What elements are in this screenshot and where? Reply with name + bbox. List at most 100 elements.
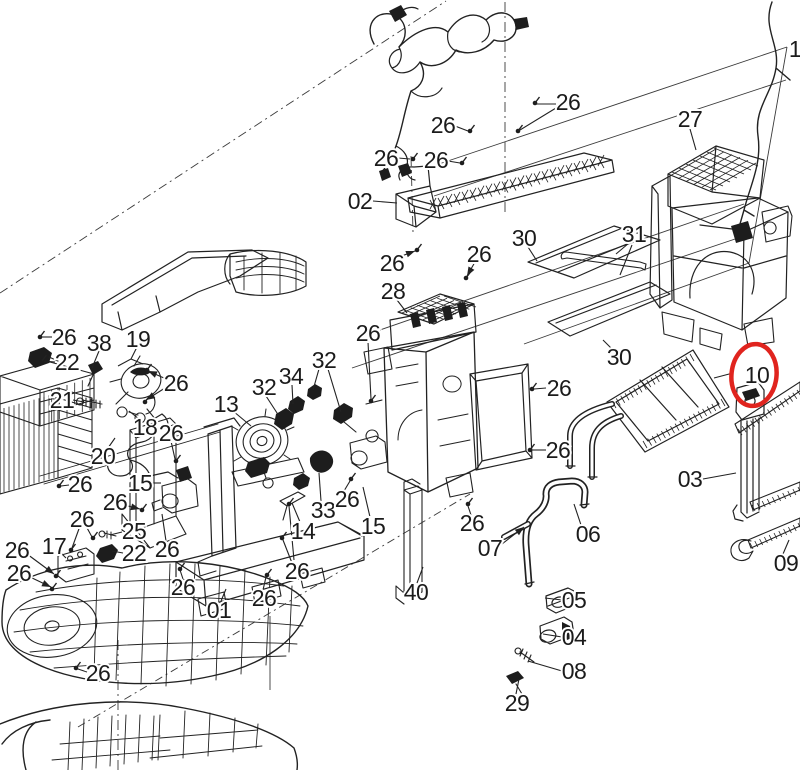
leader-line [362,486,371,518]
leader-arrowhead [41,580,51,587]
part-label-27[interactable]: 27 [676,104,705,134]
part27-grid-b [671,147,759,191]
part-label-26[interactable]: 26 [101,487,130,517]
part-label-06[interactable]: 06 [574,519,603,549]
screw-shank [281,531,288,539]
part-label-30[interactable]: 30 [510,223,539,253]
screw-fastener-icon [73,661,82,671]
part-label-1[interactable]: 1 [787,34,800,64]
core-bead-nw [611,353,695,409]
part-label-03[interactable]: 03 [676,464,705,494]
blower-opening-inner [23,606,81,646]
part-label-25[interactable]: 25 [120,516,149,546]
core-pipe2-inner [590,414,623,479]
door14 [279,491,306,507]
leader-line [454,125,469,132]
part-label-01[interactable]: 01 [205,595,234,625]
part-label-10-highlighted[interactable]: 10 [743,360,772,390]
part-label-18[interactable]: 18 [131,412,160,442]
part-label-33[interactable]: 33 [309,495,338,525]
part-label-34[interactable]: 34 [277,361,307,391]
leader-line [117,358,132,367]
leader-line [60,484,70,487]
part-label-26[interactable]: 26 [545,373,574,403]
screw-shank [58,479,65,487]
part-label-22[interactable]: 22 [120,538,149,568]
part-label-26[interactable]: 26 [333,484,362,514]
part-label-26[interactable]: 26 [84,658,113,688]
part-label-26[interactable]: 26 [5,558,34,588]
part-label-09[interactable]: 09 [772,548,800,578]
panel30-lower [547,281,671,337]
part-label-13[interactable]: 13 [212,389,241,419]
part-label-26[interactable]: 26 [68,504,97,534]
part02-foot [395,165,437,228]
part-label-19[interactable]: 19 [124,324,153,354]
screw-shank [175,454,182,462]
part-label-32[interactable]: 32 [310,345,339,375]
part-label-26[interactable]: 26 [422,145,451,175]
blower-lower-grid [149,710,263,761]
part-label-05[interactable]: 05 [560,585,589,615]
part-label-26[interactable]: 26 [153,534,182,564]
part-label-15[interactable]: 15 [359,511,388,541]
part-label-20[interactable]: 20 [89,441,118,471]
bolt08-glyph [514,647,535,663]
screw-shank [288,497,295,505]
screw-fastener-icon [414,243,423,253]
blower-mesh-vertical [93,563,293,687]
leader-line [544,597,563,601]
part-label-26[interactable]: 26 [50,322,79,352]
part-label-28[interactable]: 28 [379,276,408,306]
core-bead-se [642,398,726,449]
part-label-15[interactable]: 15 [126,468,155,498]
leader-line [179,569,184,580]
part-label-04[interactable]: 04 [560,622,590,652]
part-label-26[interactable]: 26 [169,572,198,602]
part-label-14[interactable]: 14 [289,516,319,546]
part-label-26[interactable]: 26 [554,87,583,117]
leader-line [77,668,88,673]
part-label-26[interactable]: 26 [378,248,407,278]
part-label-17[interactable]: 17 [40,531,69,561]
rail09-low [747,517,800,549]
leader-line [372,200,398,204]
part-label-07[interactable]: 07 [476,533,505,563]
part-label-30[interactable]: 30 [605,342,634,372]
part-label-21[interactable]: 21 [48,385,77,415]
part-label-02[interactable]: 02 [346,186,375,216]
part-label-29[interactable]: 29 [503,688,532,718]
part-label-26[interactable]: 26 [283,556,312,586]
construction-line [748,46,788,264]
part-label-22[interactable]: 22 [53,347,82,377]
part-label-26[interactable]: 26 [162,368,191,398]
leader-line [515,678,520,695]
leader-line [702,472,737,480]
part02-lattice-b [429,154,605,210]
part-label-26[interactable]: 26 [3,535,32,565]
part-label-38[interactable]: 38 [85,328,114,358]
part-label-26[interactable]: 26 [250,583,279,613]
core-pipe2-outline [589,413,624,480]
part-label-26[interactable]: 26 [66,469,95,499]
screw-fastener-icon [49,582,58,592]
screw-fastener-icon [68,543,77,553]
screw-shank [179,562,186,570]
part-label-26[interactable]: 26 [429,110,458,140]
part-label-08[interactable]: 08 [560,656,589,686]
screw-fastener-icon [467,124,476,134]
part-label-26[interactable]: 26 [157,418,186,448]
screw-shank [370,394,377,402]
leader-line [220,588,227,602]
part-label-31[interactable]: 31 [620,219,649,249]
part-label-26[interactable]: 26 [544,435,573,465]
part-label-26[interactable]: 26 [354,318,383,348]
part-label-26[interactable]: 26 [465,239,494,269]
part-label-32[interactable]: 32 [250,372,279,402]
part-label-40[interactable]: 40 [402,577,431,607]
part-label-26[interactable]: 26 [458,508,487,538]
part-label-26[interactable]: 26 [372,143,401,173]
leader-line [109,531,123,536]
link18 [116,406,157,424]
